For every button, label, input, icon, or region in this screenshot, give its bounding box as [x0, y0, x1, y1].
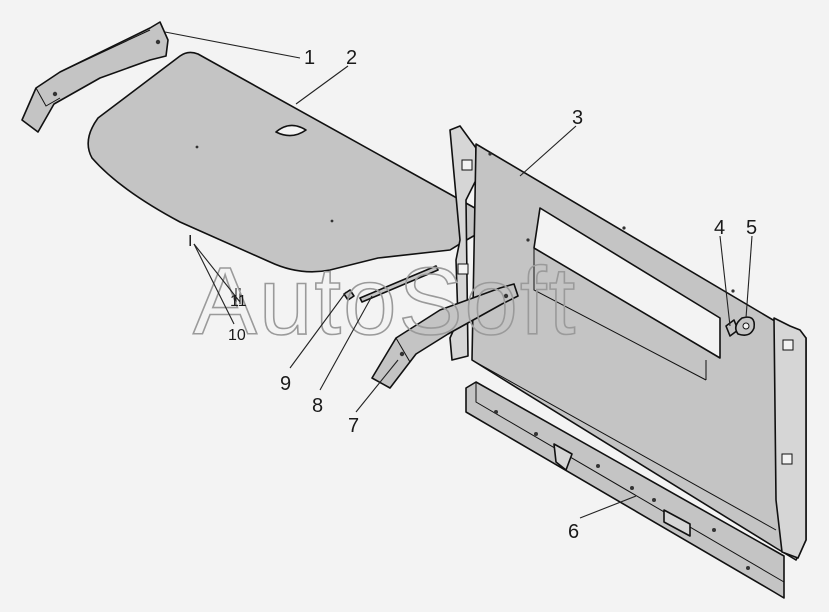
watermark-text: AutoSoft	[193, 248, 577, 355]
callout-8: 8	[312, 395, 323, 417]
callout-3: 3	[572, 107, 583, 129]
leader-lines	[164, 31, 753, 519]
callout-5: 5	[746, 217, 757, 239]
callout-10: 10	[228, 327, 246, 344]
callout-7: 7	[348, 415, 359, 437]
callout-2: 2	[346, 47, 357, 69]
part-3-side-panel	[449, 125, 807, 561]
part-2-headliner	[87, 51, 501, 273]
part-6-lower-rail	[465, 381, 785, 599]
part-8-strip	[359, 265, 439, 303]
callout-1: 1	[304, 47, 315, 69]
part-9-fastener	[343, 289, 355, 301]
callout-11: 11	[230, 293, 247, 310]
callout-4: 4	[714, 217, 725, 239]
callout-top: I	[188, 233, 192, 250]
part-7-pillar-trim	[371, 283, 519, 389]
callout-9: 9	[280, 373, 291, 395]
callout-6: 6	[568, 521, 579, 543]
part-5-hook	[734, 316, 756, 336]
part-1-upper-trim	[21, 21, 169, 133]
